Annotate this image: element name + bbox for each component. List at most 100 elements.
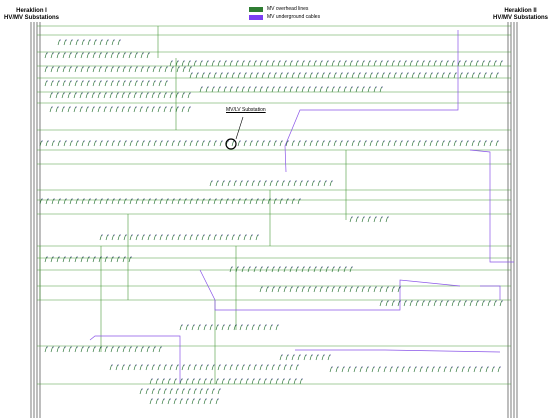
- substation-mark: [387, 140, 390, 147]
- substation-mark: [391, 300, 394, 307]
- substation-mark: [373, 86, 376, 93]
- substation-mark: [181, 388, 184, 395]
- substation-mark: [287, 180, 290, 187]
- substation-mark: [123, 198, 126, 205]
- substation-mark: [86, 52, 89, 59]
- substation-mark: [337, 286, 340, 293]
- substation-mark: [187, 388, 190, 395]
- substation-mark: [297, 354, 300, 361]
- substation-mark: [253, 266, 256, 273]
- callout-leader: [235, 116, 244, 140]
- substation-mark: [271, 266, 274, 273]
- substation-mark: [457, 60, 460, 67]
- right-station-name: Heraklion II: [504, 8, 537, 14]
- substation-mark: [201, 198, 204, 205]
- substation-mark: [497, 366, 500, 373]
- substation-mark: [331, 286, 334, 293]
- substation-mark: [211, 86, 214, 93]
- substation-mark: [243, 72, 246, 79]
- mv-overhead-feeders: [37, 25, 511, 385]
- substation-mark: [237, 140, 240, 147]
- substation-mark: [325, 86, 328, 93]
- substation-mark: [223, 60, 226, 67]
- substation-mark: [187, 60, 190, 67]
- substation-mark: [381, 72, 384, 79]
- substation-mark: [391, 286, 394, 293]
- substation-mark: [299, 180, 302, 187]
- substation-mark: [279, 198, 282, 205]
- substation-mark: [153, 140, 156, 147]
- substation-mark: [164, 80, 167, 87]
- substation-mark: [213, 198, 216, 205]
- substation-mark: [241, 364, 244, 371]
- substation-mark: [116, 346, 119, 353]
- substation-mark: [255, 140, 258, 147]
- substation-mark: [115, 364, 118, 371]
- substation-mark: [98, 346, 101, 353]
- substation-mark: [187, 92, 190, 99]
- substation-mark: [271, 286, 274, 293]
- substation-mark: [153, 234, 156, 241]
- substation-mark: [313, 60, 316, 67]
- substation-mark: [241, 86, 244, 93]
- substation-mark: [397, 300, 400, 307]
- substation-mark: [307, 266, 310, 273]
- substation-mark: [351, 72, 354, 79]
- substation-mark: [135, 140, 138, 147]
- substation-mark: [403, 60, 406, 67]
- substation-mark: [139, 106, 142, 113]
- substation-mark: [247, 364, 250, 371]
- substation-mark: [215, 324, 218, 331]
- substation-mark: [122, 256, 125, 263]
- substation-mark: [385, 300, 388, 307]
- substation-mark: [163, 388, 166, 395]
- substation-mark: [128, 346, 131, 353]
- substation-mark: [385, 60, 388, 67]
- substation-mark: [205, 364, 208, 371]
- substation-mark: [205, 86, 208, 93]
- substation-mark: [147, 198, 150, 205]
- substation-mark: [361, 216, 364, 223]
- substation-mark: [134, 52, 137, 59]
- substation-mark: [347, 366, 350, 373]
- substation-mark: [237, 72, 240, 79]
- substation-mark: [127, 92, 130, 99]
- substation-mark: [62, 80, 65, 87]
- substation-mark: [387, 72, 390, 79]
- substation-mark: [473, 366, 476, 373]
- substation-mark: [195, 72, 198, 79]
- substation-mark: [146, 346, 149, 353]
- substation-mark: [255, 234, 258, 241]
- substation-mark: [477, 72, 480, 79]
- substation-mark: [339, 140, 342, 147]
- substation-mark: [175, 106, 178, 113]
- substation-mark: [151, 92, 154, 99]
- substation-mark: [79, 106, 82, 113]
- substation-mark: [153, 198, 156, 205]
- substation-mark: [331, 266, 334, 273]
- substation-mark: [183, 234, 186, 241]
- substation-mark: [141, 198, 144, 205]
- substation-mark: [163, 364, 166, 371]
- substation-mark: [329, 180, 332, 187]
- substation-mark: [451, 60, 454, 67]
- substation-mark: [337, 86, 340, 93]
- substation-mark: [133, 106, 136, 113]
- substation-mark: [295, 86, 298, 93]
- substation-mark: [455, 366, 458, 373]
- substation-mark: [337, 266, 340, 273]
- substation-mark: [475, 60, 478, 67]
- substation-mark: [152, 80, 155, 87]
- substation-mark: [301, 60, 304, 67]
- substation-mark: [385, 286, 388, 293]
- substation-mark: [291, 72, 294, 79]
- substation-mark: [231, 198, 234, 205]
- substation-mark: [122, 346, 125, 353]
- substation-mark: [345, 72, 348, 79]
- right-busbars: [507, 22, 518, 418]
- substation-mark: [209, 180, 212, 187]
- substation-mark: [367, 216, 370, 223]
- substation-mark: [116, 66, 119, 73]
- substation-mark: [169, 388, 172, 395]
